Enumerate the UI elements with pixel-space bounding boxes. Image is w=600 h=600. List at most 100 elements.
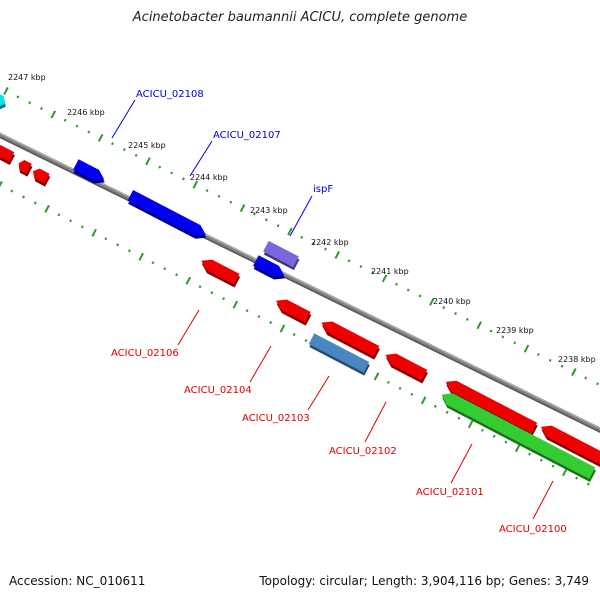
gene-label: ACICU_02100	[499, 524, 567, 535]
gene-label-group: ACICU_02107	[189, 130, 281, 177]
scale-label: 2242 kbp	[311, 238, 349, 247]
gene-body	[263, 240, 299, 268]
gene-ACICU_02101	[445, 380, 538, 437]
scale-tick-minor	[489, 329, 493, 333]
scale-tick-minor	[596, 382, 599, 386]
scale-tick-minor	[548, 358, 552, 362]
gene-label-group: ACICU_02100	[499, 480, 567, 535]
gene-body	[445, 380, 538, 434]
scale-tick-minor	[398, 386, 402, 390]
scale-label: 2245 kbp	[128, 141, 166, 150]
gene-label-leader	[249, 345, 272, 383]
scale-tick-major	[239, 204, 246, 213]
scale-label: 2241 kbp	[371, 267, 409, 276]
outer-scale-ticks	[3, 86, 599, 386]
scale-tick-major	[0, 180, 3, 188]
gene-body	[32, 168, 50, 184]
scale-tick-minor	[371, 270, 375, 275]
scale-label: 2246 kbp	[67, 108, 105, 117]
gene-body	[441, 393, 596, 480]
genome-summary-text: Topology: circular; Length: 3,904,116 bp…	[259, 574, 589, 588]
scale-tick-minor	[229, 200, 233, 204]
scale-tick-minor	[257, 315, 261, 319]
scale-tick-minor	[406, 288, 410, 292]
scale-tick-minor	[33, 201, 37, 205]
scale-tick-minor	[122, 148, 126, 152]
scale-tick-minor	[586, 482, 590, 486]
gene-label-leader	[307, 375, 330, 411]
scale-tick-major	[185, 276, 192, 285]
scale-tick-minor	[22, 195, 25, 199]
scale-tick-minor	[111, 142, 114, 146]
scale-tick-minor	[536, 352, 540, 357]
scale-tick-minor	[575, 476, 579, 480]
gene-label-leader	[532, 480, 554, 520]
scale-label: 2239 kbp	[496, 326, 534, 335]
gene-ACICU_02100	[441, 393, 596, 483]
gene-label: ACICU_02103	[242, 413, 310, 424]
gene-label-group: ACICU_02102	[329, 401, 397, 457]
gene-label-leader	[189, 140, 213, 177]
gene-cyan-partial	[0, 94, 6, 110]
scale-tick-major	[562, 468, 568, 477]
gene-label: ACICU_02106	[111, 348, 179, 359]
scale-tick-major	[523, 344, 530, 353]
scale-tick-major	[97, 133, 104, 142]
scale-tick-minor	[501, 335, 505, 339]
scale-tick-minor	[481, 428, 484, 432]
gene-body	[127, 190, 206, 236]
scale-label: 2247 kbp	[8, 73, 46, 82]
gene-label-group: ispF	[289, 184, 333, 237]
gene-label-group: ACICU_02106	[111, 309, 200, 359]
gene-red-mid	[321, 321, 380, 360]
scale-tick-major	[515, 444, 521, 453]
scale-tick-minor	[323, 247, 327, 251]
gene-body	[308, 333, 370, 373]
scale-label: 2244 kbp	[190, 173, 228, 182]
scale-tick-minor	[116, 243, 120, 247]
scale-tick-minor	[276, 224, 280, 228]
scale-tick-minor	[40, 107, 43, 111]
scale-tick-minor	[465, 317, 469, 321]
scale-tick-minor	[386, 380, 390, 384]
gene-body	[73, 159, 105, 181]
gene-label-leader	[450, 443, 473, 484]
scale-tick-minor	[347, 259, 351, 263]
scale-tick-minor	[245, 309, 249, 313]
gene-ACICU_02104	[276, 299, 312, 326]
scale-tick-major	[467, 420, 474, 429]
scale-tick-minor	[292, 333, 296, 337]
gene-ACICU_02108	[73, 159, 105, 184]
scale-tick-minor	[210, 291, 214, 295]
scale-tick-minor	[170, 171, 174, 175]
gene-label-leader	[289, 195, 313, 237]
scale-tick-minor	[410, 392, 414, 396]
scale-tick-minor	[584, 376, 588, 380]
scale-tick-minor	[539, 458, 543, 462]
scale-tick-minor	[492, 434, 496, 438]
gene-body	[276, 299, 311, 323]
gene-ACICU_02106	[201, 259, 241, 288]
scale-tick-minor	[513, 341, 517, 345]
gene-label-leader	[111, 99, 136, 139]
gene-ACICU_02102	[385, 353, 428, 384]
scale-tick-major	[334, 250, 340, 259]
gene-body	[0, 145, 15, 162]
scale-tick-minor	[151, 261, 155, 265]
gene-label: ispF	[313, 184, 333, 195]
scale-tick-minor	[560, 364, 564, 368]
gene-red-right	[540, 425, 600, 468]
scale-tick-major	[429, 297, 435, 306]
gene-red-partial-3	[32, 168, 51, 187]
gene-body	[385, 353, 428, 381]
scale-tick-major	[91, 228, 97, 237]
scale-tick-major	[232, 300, 239, 309]
scale-tick-minor	[528, 452, 531, 456]
gene-label-leader	[364, 401, 387, 443]
scale-tick-minor	[127, 249, 131, 253]
scale-tick-minor	[457, 416, 461, 420]
scale-tick-minor	[252, 212, 256, 216]
scale-tick-minor	[222, 297, 226, 301]
